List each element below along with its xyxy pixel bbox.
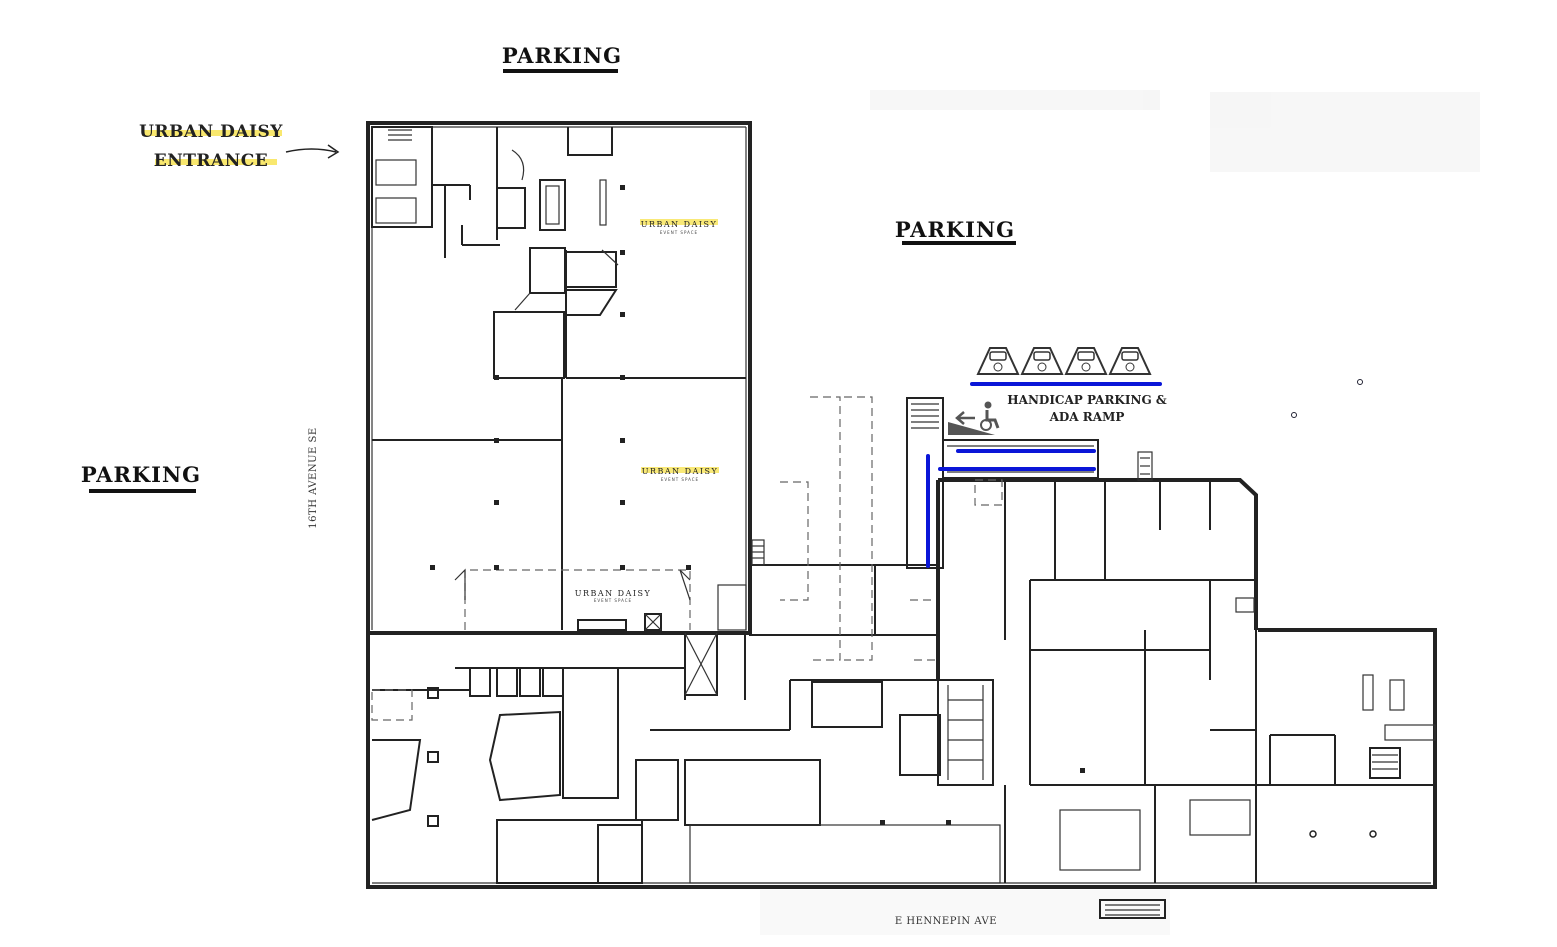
venue-label-central-hall: URBAN DAISY: [642, 467, 719, 476]
car-with-wheelchair-icon: [1064, 347, 1108, 375]
wheelchair-user-icon: [955, 401, 1000, 431]
middle-section: [749, 396, 939, 661]
parking-label-west: PARKING: [81, 462, 201, 487]
structural-columns: [430, 185, 691, 570]
arrow-right-icon: [285, 144, 340, 159]
east-building: [936, 451, 1436, 883]
street-label-west: 16TH AVENUE SE: [308, 427, 319, 528]
parking-label-north: PARKING: [502, 43, 622, 68]
entrance-label-line1: URBAN DAISY: [139, 122, 283, 142]
venue-sub-central-hall: EVENT SPACE: [661, 477, 699, 482]
venue-label-north-hall: URBAN DAISY: [641, 220, 718, 229]
background-smudges: [760, 90, 1480, 935]
car-with-wheelchair-icon: [1020, 347, 1064, 375]
ada-ramp: [906, 397, 1099, 569]
venue-label-stage: URBAN DAISY: [575, 589, 652, 598]
entrance-label-line2: ENTRANCE: [154, 151, 269, 171]
venue-sub-stage: EVENT SPACE: [594, 598, 632, 603]
car-with-wheelchair-icon: [1108, 347, 1152, 375]
parking-label-east: PARKING: [895, 217, 1015, 242]
ada-label-line1: HANDICAP PARKING &: [1007, 393, 1167, 407]
accessible-parking-spaces: [970, 347, 1162, 386]
west-building: [366, 121, 752, 635]
car-with-wheelchair-icon: [976, 347, 1020, 375]
street-label-south: E HENNEPIN AVE: [895, 916, 997, 927]
south-building: [366, 628, 1437, 919]
ada-label-line2: ADA RAMP: [1049, 410, 1125, 424]
venue-sub-north-hall: EVENT SPACE: [660, 230, 698, 235]
